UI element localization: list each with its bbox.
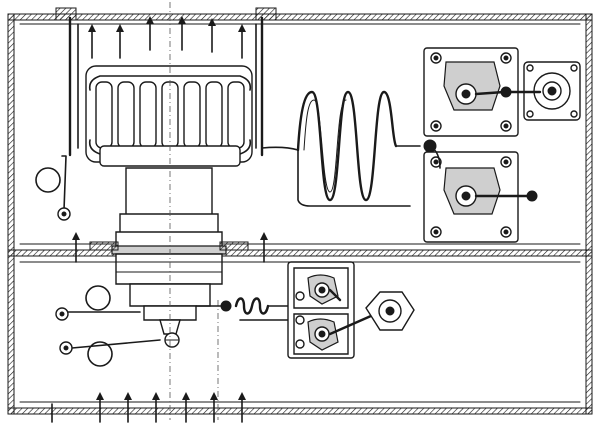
motor-housing [90,168,248,347]
top-wall [8,14,592,20]
middle-partition [8,250,592,256]
airflow-arrows-bottom [52,392,246,422]
side-arrows-upper [72,232,268,262]
upper-compartment [8,14,592,256]
thermostat-loops-lower [56,286,160,366]
heater-coil-lower [196,299,292,321]
relay-lower [288,262,380,358]
intake-duct [56,8,276,155]
right-wall-upper [586,14,592,256]
bottom-wall [8,408,592,414]
left-wall-upper [8,14,14,256]
airflow-arrows-top [88,16,246,58]
heater-coil [262,92,436,206]
terminal-lower [366,292,414,330]
blower-fan [86,66,252,166]
left-wall-lower [8,256,14,414]
thermostat-loop-upper [36,156,70,220]
right-wall-lower [586,256,592,414]
lower-compartment [8,256,592,414]
relay-lower-upper [424,146,537,242]
relay-upper [424,48,580,136]
